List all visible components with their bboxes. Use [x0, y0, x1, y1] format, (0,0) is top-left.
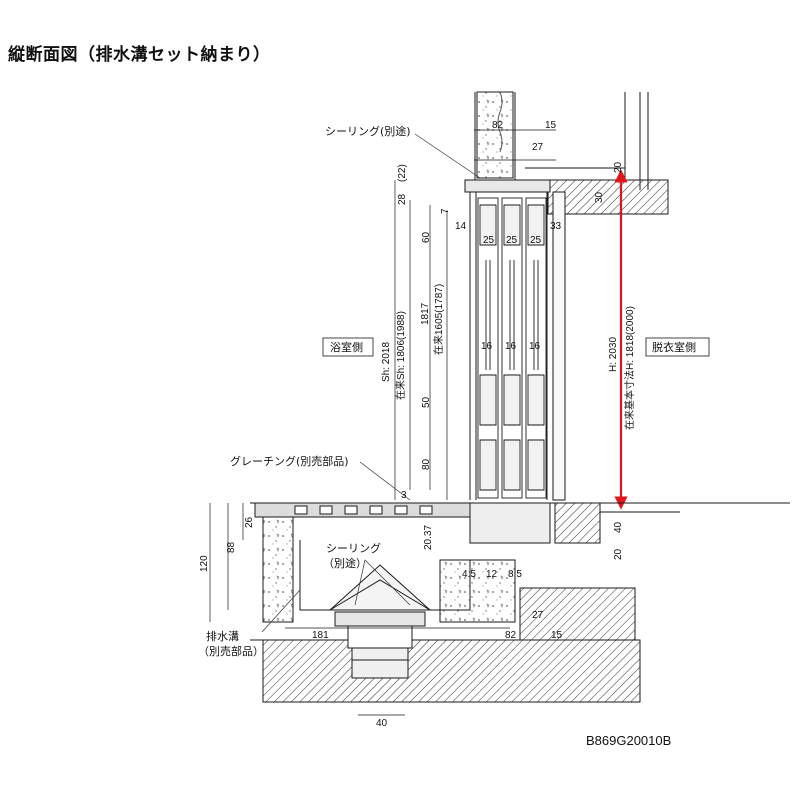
label-sealing-bottom-2: （別途）: [323, 556, 367, 570]
label-dressing-side: 脱衣室側: [652, 340, 696, 354]
dim-50: 50: [421, 396, 432, 408]
label-drain-2: （別売部品）: [198, 644, 264, 658]
dimension-lines: [209, 129, 556, 716]
dim-20-right: 20: [613, 548, 624, 560]
dim-26: 26: [244, 516, 255, 528]
leaders: [261, 133, 481, 633]
dim-82-bottom: 82: [505, 630, 517, 641]
dim-120: 120: [199, 555, 210, 572]
dim-27-top: 27: [532, 142, 544, 153]
upper-wall: [474, 91, 669, 215]
sliding-panels: [477, 197, 547, 499]
dim-conv1605: 在来1605(1787): [433, 284, 445, 355]
dim-8-5: 8.5: [508, 569, 522, 580]
dim-20-top: 20: [613, 161, 624, 173]
dim-7: 7: [440, 208, 451, 214]
dim-33: 33: [550, 221, 562, 232]
dim-3: 3: [401, 490, 407, 501]
dim-sh: Sh: 2018: [381, 342, 392, 382]
dim-h-conv: 在来基本寸法H: 1818(2000): [623, 306, 636, 430]
dim-20-37: 20.37: [423, 525, 434, 550]
dim-25b: 25: [506, 235, 518, 246]
dim-16c: 16: [529, 341, 541, 352]
dim-80: 80: [421, 458, 432, 470]
label-sealing-top: シーリング(別途): [325, 124, 411, 138]
dim-15-top: 15: [545, 120, 557, 131]
dim-88: 88: [226, 541, 237, 553]
dim-181: 181: [312, 630, 329, 641]
dim-27-bottom: 27: [532, 610, 544, 621]
dim-82-top: 82: [492, 120, 504, 131]
dim-16b: 16: [505, 341, 517, 352]
dim-40-bottom: 40: [376, 718, 388, 729]
dim-15-bottom: 15: [551, 630, 563, 641]
door-frame: [464, 179, 566, 501]
label-drain-1: 排水溝: [206, 629, 239, 643]
dim-14: 14: [455, 221, 467, 232]
dim-h2030: H: 2030: [608, 337, 619, 372]
dim-4-5: 4.5: [462, 569, 476, 580]
dim-25a: 25: [483, 235, 495, 246]
dressing-side-box: [645, 337, 710, 357]
dim-16a: 16: [481, 341, 493, 352]
dim-1817: 1817: [420, 302, 431, 325]
dim-30: 30: [594, 191, 605, 203]
dim-sh-conv: 在来Sh: 1806(1988): [395, 311, 407, 400]
drawing-code: B869G20010B: [586, 733, 672, 748]
label-grating: グレーチング(別売部品): [230, 454, 349, 468]
bathroom-side-box: [322, 337, 374, 357]
label-sealing-bottom-1: シーリング: [326, 541, 381, 555]
dim-12: 12: [486, 569, 498, 580]
dim-22: (22): [397, 164, 408, 182]
label-bathroom-side: 浴室側: [330, 340, 363, 354]
concrete-slab: [262, 639, 641, 703]
dim-25c: 25: [530, 235, 542, 246]
drain-outlet: [328, 564, 432, 679]
dim-28: 28: [397, 193, 408, 205]
page-title: 縦断面図（排水溝セット納まり）: [8, 45, 271, 65]
dim-60: 60: [421, 231, 432, 243]
dim-40-right: 40: [613, 521, 624, 533]
